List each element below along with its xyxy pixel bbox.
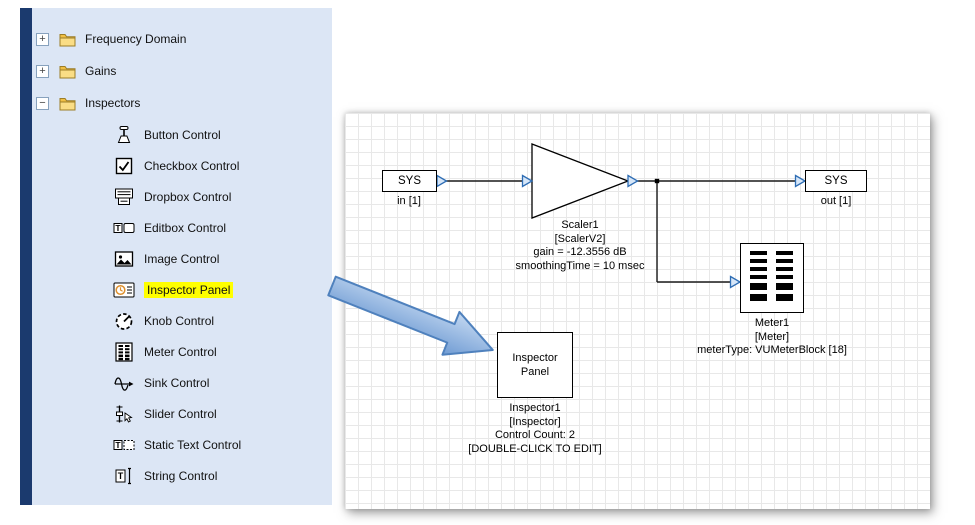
image-control-icon bbox=[112, 249, 136, 269]
tree-item-label[interactable]: Meter Control bbox=[144, 345, 217, 359]
svg-text:T: T bbox=[118, 471, 124, 481]
collapse-icon[interactable]: − bbox=[36, 96, 49, 110]
tree-item-label[interactable]: Checkbox Control bbox=[144, 159, 240, 173]
inspector-panel-block[interactable]: Inspector Panel bbox=[497, 332, 573, 398]
sink-control-icon bbox=[112, 373, 136, 393]
tree-item-label[interactable]: Knob Control bbox=[144, 314, 215, 328]
inspector-box-label-line2: Panel bbox=[520, 366, 550, 378]
tree-item-dropbox-control[interactable]: Dropbox Control bbox=[112, 184, 231, 210]
sys-out-label: SYS bbox=[824, 175, 848, 187]
svg-text:T: T bbox=[115, 223, 121, 233]
tree-item-label[interactable]: Sink Control bbox=[144, 376, 210, 390]
tree-item-label[interactable]: Image Control bbox=[144, 252, 220, 266]
tree-category-gains[interactable]: + Gains bbox=[36, 58, 116, 84]
tree-item-editbox-control[interactable]: T Editbox Control bbox=[112, 215, 226, 241]
scaler-output-port[interactable] bbox=[627, 174, 639, 188]
expand-icon[interactable]: + bbox=[36, 64, 49, 78]
meter-control-icon bbox=[112, 342, 136, 362]
design-canvas[interactable]: SYS in [1] Scaler1 [ScalerV2] gain = -12… bbox=[345, 113, 930, 509]
scaler-smoothing-value: smoothingTime = 10 msec bbox=[515, 259, 645, 272]
scaler-type: [ScalerV2] bbox=[554, 232, 606, 245]
tree-item-button-control[interactable]: Button Control bbox=[112, 122, 221, 148]
inspector-edit-hint: [DOUBLE-CLICK TO EDIT] bbox=[468, 442, 602, 455]
palette-side-strip bbox=[20, 8, 32, 505]
sys-in-output-port[interactable] bbox=[436, 174, 448, 188]
tree-item-string-control[interactable]: T String Control bbox=[112, 463, 217, 489]
tree-item-slider-control[interactable]: Slider Control bbox=[112, 401, 217, 427]
tree-item-static-text-control[interactable]: T Static Text Control bbox=[112, 432, 241, 458]
inspector-name: Inspector1 bbox=[509, 402, 561, 414]
scaler-caption: Scaler1 [ScalerV2] gain = -12.3556 dB sm… bbox=[516, 219, 645, 273]
inspector-box-label-line1: Inspector bbox=[512, 352, 558, 364]
folder-icon bbox=[57, 96, 77, 111]
scaler-input-port[interactable] bbox=[521, 174, 534, 188]
tree-item-label[interactable]: Slider Control bbox=[144, 407, 217, 421]
checkbox-control-icon bbox=[112, 156, 136, 176]
folder-icon bbox=[57, 32, 77, 47]
expand-icon[interactable]: + bbox=[36, 32, 49, 46]
tree-category-label[interactable]: Frequency Domain bbox=[85, 32, 187, 46]
toolbox-panel: + Frequency Domain + Gains − Inspectors bbox=[20, 8, 332, 505]
folder-icon bbox=[57, 64, 77, 79]
tree-item-label[interactable]: Button Control bbox=[144, 128, 221, 142]
sys-out-block[interactable]: SYS bbox=[805, 170, 867, 192]
tree-item-meter-control[interactable]: Meter Control bbox=[112, 339, 217, 365]
tree-category-label[interactable]: Inspectors bbox=[85, 96, 141, 110]
meter-bars-icon bbox=[749, 251, 793, 301]
button-control-icon bbox=[112, 125, 136, 145]
sys-in-caption: in [1] bbox=[397, 195, 421, 209]
inspector-caption: Inspector1 [Inspector] Control Count: 2 … bbox=[468, 402, 601, 456]
tree-item-checkbox-control[interactable]: Checkbox Control bbox=[112, 153, 239, 179]
svg-text:T: T bbox=[115, 440, 121, 450]
sys-out-port-label: out [1] bbox=[820, 195, 852, 207]
tree-item-image-control[interactable]: Image Control bbox=[112, 246, 219, 272]
sys-out-caption: out [1] bbox=[821, 195, 852, 209]
tree-category-frequency-domain[interactable]: + Frequency Domain bbox=[36, 26, 186, 52]
wire-junction bbox=[654, 178, 660, 184]
inspector-type: [Inspector] bbox=[509, 415, 561, 428]
scaler-name: Scaler1 bbox=[561, 219, 599, 231]
meter-type-value: meterType: VUMeterBlock [18] bbox=[697, 344, 847, 356]
meter-type: [Meter] bbox=[754, 330, 790, 343]
tree-item-label[interactable]: Dropbox Control bbox=[144, 190, 232, 204]
tree-item-label[interactable]: Editbox Control bbox=[144, 221, 227, 235]
meter-name: Meter1 bbox=[754, 317, 790, 329]
tree-item-knob-control[interactable]: Knob Control bbox=[112, 308, 214, 334]
scaler-gain-value: gain = -12.3556 dB bbox=[533, 246, 627, 258]
tree-item-inspector-panel[interactable]: Inspector Panel bbox=[112, 277, 234, 303]
tree-item-label-highlighted[interactable]: Inspector Panel bbox=[144, 282, 234, 298]
editbox-control-icon: T bbox=[112, 218, 136, 238]
meter-caption: Meter1 [Meter] meterType: VUMeterBlock [… bbox=[697, 317, 847, 358]
meter-block[interactable] bbox=[740, 243, 804, 313]
sys-in-port-label: in [1] bbox=[397, 195, 421, 207]
tree-item-label[interactable]: String Control bbox=[144, 469, 218, 483]
static-text-control-icon: T bbox=[112, 435, 136, 455]
inspector-control-count: Control Count: 2 bbox=[494, 429, 576, 441]
inspector-panel-icon bbox=[112, 280, 136, 300]
schematic-layer bbox=[436, 143, 807, 289]
scaler-gain-block[interactable] bbox=[531, 143, 630, 219]
slider-control-icon bbox=[112, 404, 136, 424]
tree-category-inspectors[interactable]: − Inspectors bbox=[36, 90, 140, 116]
tree-category-label[interactable]: Gains bbox=[85, 64, 117, 78]
sys-in-label: SYS bbox=[397, 175, 421, 187]
sys-in-block[interactable]: SYS bbox=[382, 170, 437, 192]
string-control-icon: T bbox=[112, 466, 136, 486]
tree-item-label[interactable]: Static Text Control bbox=[144, 438, 242, 452]
dropbox-control-icon bbox=[112, 187, 136, 207]
sys-out-input-port[interactable] bbox=[794, 174, 807, 188]
tree-item-sink-control[interactable]: Sink Control bbox=[112, 370, 209, 396]
knob-control-icon bbox=[112, 311, 136, 331]
meter-input-port[interactable] bbox=[729, 275, 742, 289]
